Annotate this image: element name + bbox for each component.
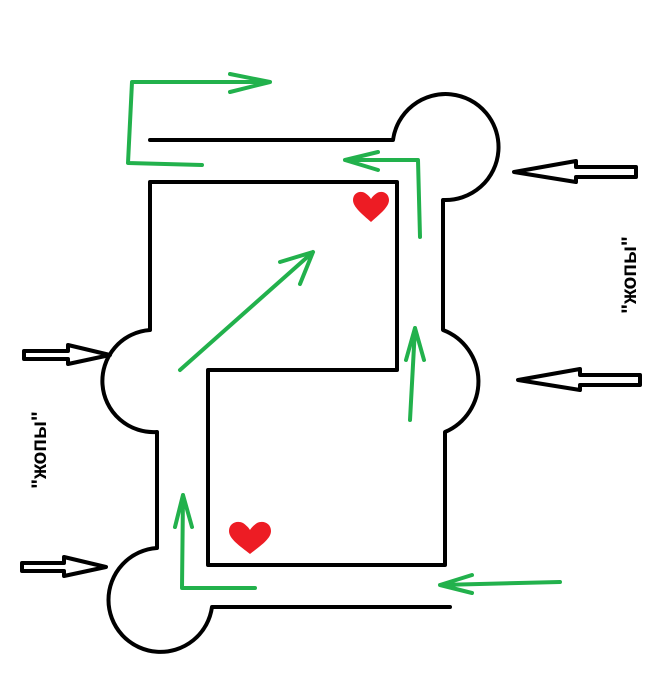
arrow-icon <box>343 150 422 239</box>
arrow-icon <box>512 159 638 184</box>
arrow-icon <box>126 72 272 167</box>
path-arrows <box>126 72 562 595</box>
heart-icon <box>353 191 389 222</box>
arrow-icon <box>20 555 108 578</box>
label-left: "жопы" <box>28 411 51 489</box>
arrow-icon <box>173 493 257 590</box>
label-right: "жопы" <box>618 236 641 314</box>
arrow-icon <box>178 250 315 372</box>
heart-icon <box>229 521 271 554</box>
arrow-icon <box>516 367 642 392</box>
walls <box>100 92 501 654</box>
arrow-icon <box>404 326 426 422</box>
arrow-icon <box>22 343 112 366</box>
hearts <box>229 191 389 554</box>
input-arrows <box>20 159 642 578</box>
outer-wall <box>100 92 501 654</box>
arrow-icon <box>438 573 562 595</box>
